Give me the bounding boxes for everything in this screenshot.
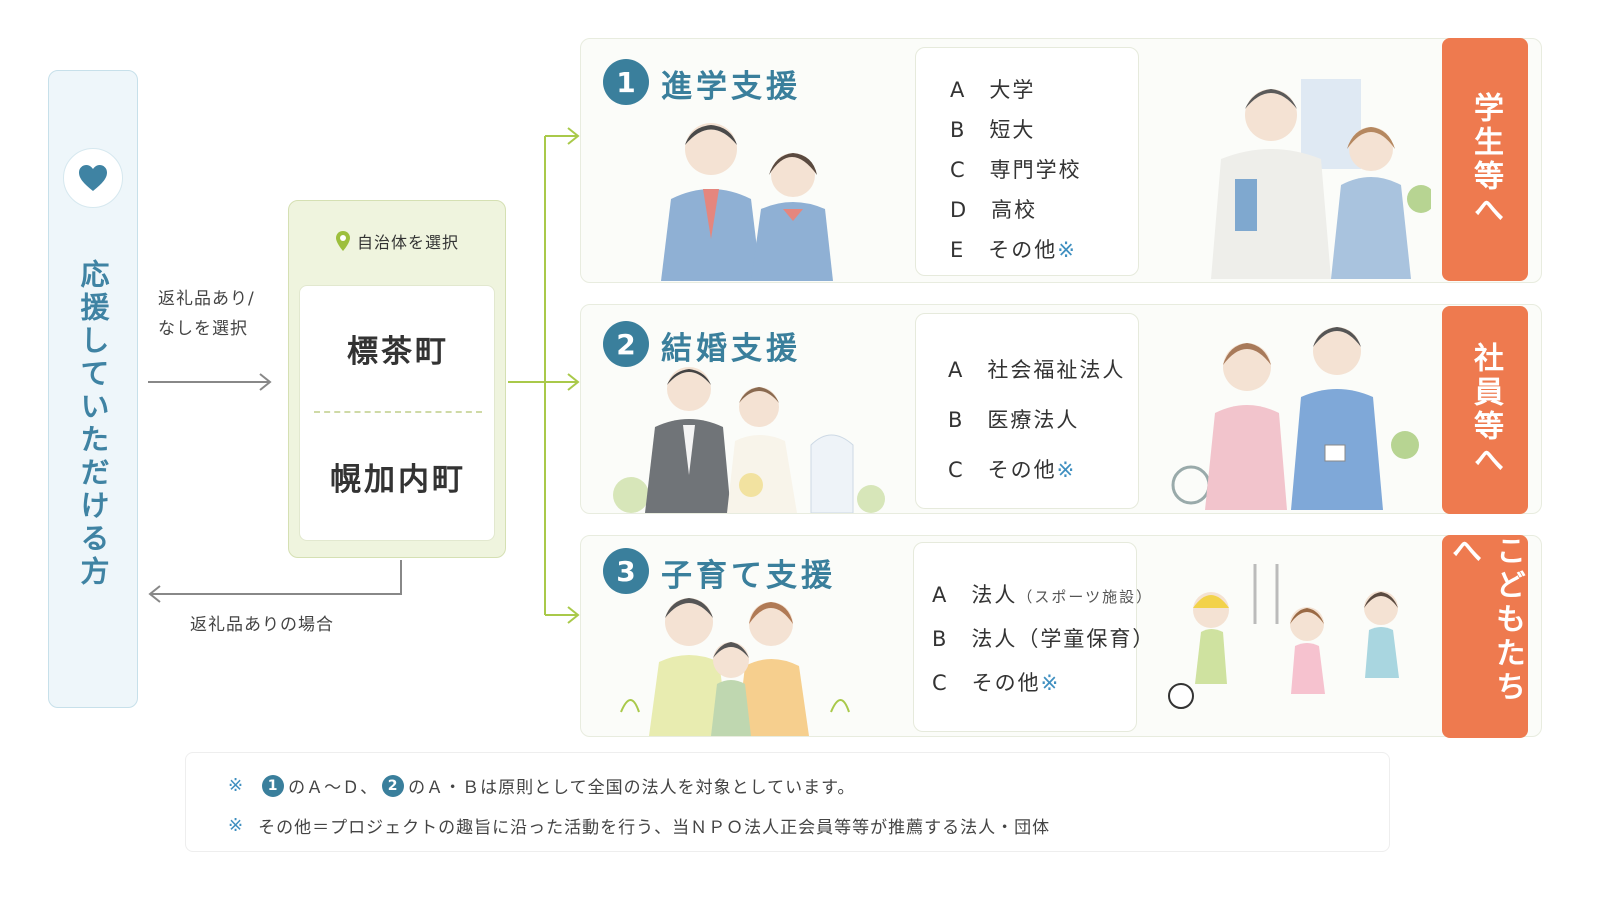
arrow-to-town — [148, 373, 272, 391]
option-education-c: C 専門学校 — [950, 158, 1082, 182]
town-list: 標茶町 幌加内町 — [299, 285, 495, 541]
support-number-3: 3 — [603, 548, 649, 594]
supporter-label: 応援していただける方 — [76, 259, 110, 589]
destination-children: こどもたちへ — [1442, 535, 1528, 738]
heart-icon — [63, 148, 123, 208]
town-divider — [314, 411, 482, 413]
support-number-2: 2 — [603, 321, 649, 367]
support-number-1: 1 — [603, 59, 649, 105]
note-num-2: 2 — [382, 774, 405, 797]
option-education-d: D 高校 — [950, 198, 1038, 222]
option-education-b: B 短大 — [950, 118, 1036, 142]
town-header-text: 自治体を選択 — [356, 233, 459, 252]
destination-employees: 社員等へ — [1442, 306, 1528, 514]
support-card-childcare: 3 子育て支援 A 法人（スポーツ施設） B 法人（学童保育） C その他※ — [580, 535, 1542, 737]
support-title-marriage: 結婚支援 — [661, 331, 801, 367]
option-marriage-b: B 医療法人 — [948, 408, 1080, 432]
supporter-box: 応援していただける方 — [48, 70, 138, 708]
options-box-childcare: A 法人（スポーツ施設） B 法人（学童保育） C その他※ — [913, 542, 1153, 732]
option-marriage-c: C その他※ — [948, 458, 1077, 482]
note-text-1a: のＡ～Ｄ、 — [288, 778, 379, 798]
children-playing-illustration — [1168, 564, 1399, 709]
town-item-horokanai[interactable]: 幌加内町 — [330, 462, 466, 498]
option-childcare-b: B 法人（学童保育） — [932, 627, 1156, 651]
young-adults-illustration — [1211, 79, 1431, 279]
note-text-1b: のＡ・Ｂは原則として全国の法人を対象としています。 — [408, 778, 856, 798]
destination-students: 学生等へ — [1442, 38, 1528, 281]
return-label: 返礼品ありの場合 — [190, 615, 334, 635]
town-select-box: 自治体を選択 標茶町 幌加内町 — [288, 200, 506, 558]
note-mark-2: ※ — [228, 815, 245, 836]
branch-arrows — [508, 127, 580, 624]
select-gift-label: 返礼品あり/ なしを選択 — [158, 284, 255, 344]
option-education-a: A 大学 — [950, 78, 1036, 102]
note-line-1: ※ 1 のＡ～Ｄ、 2 のＡ・Ｂは原則として全国の法人を対象としています。 — [228, 773, 855, 798]
note-mark-1: ※ — [228, 775, 245, 796]
option-education-e: E その他※ — [950, 238, 1077, 262]
option-childcare-c: C その他※ — [932, 671, 1061, 695]
town-header: 自治体を選択 — [289, 229, 505, 253]
select-gift-line-1: 返礼品あり/ — [158, 289, 255, 309]
select-gift-line-2: なしを選択 — [158, 319, 248, 339]
map-pin-icon — [335, 231, 350, 251]
arrow-return — [148, 560, 402, 603]
family-illustration — [620, 598, 850, 736]
care-workers-illustration — [1171, 327, 1419, 510]
option-marriage-a: A 社会福祉法人 — [948, 358, 1126, 382]
note-box: ※ 1 のＡ～Ｄ、 2 のＡ・Ｂは原則として全国の法人を対象としています。 ※ … — [185, 752, 1390, 852]
town-item-shibecha[interactable]: 標茶町 — [347, 334, 449, 370]
support-title-childcare: 子育て支援 — [661, 558, 836, 594]
options-box-education: A 大学 B 短大 C 専門学校 D 高校 E その他※ — [915, 47, 1139, 276]
support-card-marriage: 2 結婚支援 A 社会福祉法人 B 医療法人 C その他※ — [580, 304, 1542, 514]
option-childcare-a: A 法人（スポーツ施設） — [932, 583, 1154, 607]
options-box-marriage: A 社会福祉法人 B 医療法人 C その他※ — [915, 313, 1139, 509]
students-illustration — [661, 123, 833, 281]
note-text-2: その他＝プロジェクトの趣旨に沿った活動を行う、当ＮＰＯ法人正会員等等が推薦する法… — [258, 818, 1051, 838]
note-num-1: 1 — [262, 774, 285, 797]
note-line-2: ※ その他＝プロジェクトの趣旨に沿った活動を行う、当ＮＰＯ法人正会員等等が推薦す… — [228, 813, 1050, 838]
support-card-education: 1 進学支援 A 大学 B 短大 C 専門学校 D 高校 E その他※ — [580, 38, 1542, 283]
wedding-couple-illustration — [613, 367, 885, 513]
support-title-education: 進学支援 — [661, 69, 801, 105]
